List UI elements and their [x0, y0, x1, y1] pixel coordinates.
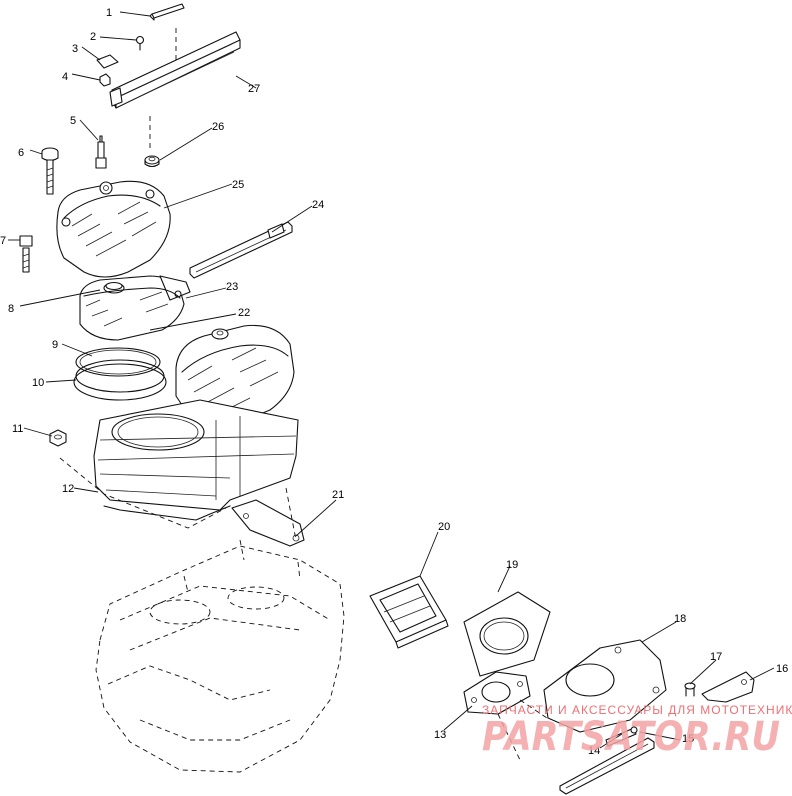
- callout-26: 26: [212, 121, 224, 133]
- callout-14: 14: [588, 745, 600, 757]
- part-7-bolt: [19, 235, 33, 273]
- part-10-gasket: [73, 359, 167, 401]
- callout-4: 4: [62, 71, 68, 83]
- part-9-o-ring: [75, 347, 161, 377]
- callout-19: 19: [506, 559, 518, 571]
- callout-10: 10: [32, 377, 44, 389]
- part-23-insert: [79, 275, 191, 341]
- part-25-head-cover: [56, 180, 171, 278]
- callout-labels: 1 2 3 4 5 6 7 8 9 10 11 12 13 14 15 16 1…: [0, 7, 788, 757]
- callout-8: 8: [8, 303, 14, 315]
- callout-12: 12: [62, 483, 74, 495]
- part-27-rail: [109, 31, 241, 109]
- callout-25: 25: [232, 179, 244, 191]
- part-3-plate: [96, 54, 119, 69]
- part-14-rail: [559, 737, 655, 795]
- part-18-manifold: [543, 639, 667, 733]
- callout-21: 21: [332, 489, 344, 501]
- part-17-screw: [684, 682, 696, 697]
- part-21-base-gasket: [231, 499, 305, 547]
- callout-2: 2: [90, 31, 96, 43]
- callout-15: 15: [682, 733, 694, 745]
- watermark-tagline: ЗАПЧАСТИ И АКСЕССУАРЫ ДЛЯ МОТОТЕХНИКИ: [482, 703, 792, 717]
- callout-18: 18: [674, 613, 686, 625]
- watermark: ЗАПЧАСТИ И АКСЕССУАРЫ ДЛЯ МОТОТЕХНИКИ PA…: [482, 703, 792, 760]
- part-8-seal: [105, 281, 123, 291]
- callout-17: 17: [710, 651, 722, 663]
- callout-16: 16: [776, 663, 788, 675]
- guide-line: [59, 457, 227, 529]
- part-2-screw: [135, 35, 145, 51]
- part-5-sensor: [95, 135, 107, 169]
- callout-13: 13: [434, 729, 446, 741]
- part-20-reed-valve: [369, 575, 449, 649]
- part-11-nut: [49, 429, 67, 447]
- guide-line: [497, 699, 551, 761]
- callout-23: 23: [226, 281, 238, 293]
- watermark-brand: PARTSATOR.RU: [482, 714, 780, 760]
- callout-24: 24: [312, 199, 324, 211]
- leader-lines: [8, 11, 775, 749]
- callout-6: 6: [18, 147, 24, 159]
- crankcase-outline: [95, 539, 345, 773]
- callout-7: 7: [0, 235, 6, 247]
- part-26-nut: [144, 155, 160, 168]
- callout-27: 27: [248, 83, 260, 95]
- callout-1: 1: [106, 7, 112, 19]
- callout-22: 22: [238, 307, 250, 319]
- part-19-gasket: [463, 591, 551, 677]
- callout-5: 5: [70, 115, 76, 127]
- part-1-bolt: [149, 3, 185, 21]
- part-4-nut: [99, 73, 111, 87]
- part-13-flange: [463, 671, 531, 715]
- callout-3: 3: [72, 43, 78, 55]
- part-24-rail: [189, 221, 293, 279]
- part-15-fastener: [605, 726, 638, 747]
- callout-9: 9: [52, 339, 58, 351]
- part-16-bracket: [701, 671, 755, 703]
- part-12-cylinder: [93, 399, 299, 521]
- callout-11: 11: [12, 423, 23, 435]
- part-6-bolt: [41, 147, 59, 195]
- callout-20: 20: [438, 521, 450, 533]
